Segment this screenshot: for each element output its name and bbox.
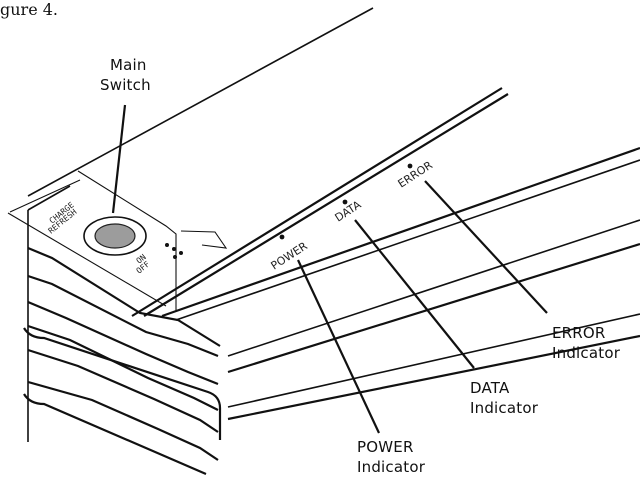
main-switch-leader [111,104,127,214]
bottom-rounded-edge-2 [23,393,207,476]
callout-labels: Main Switch ERROR Indicator DATA Indicat… [100,56,621,476]
data-device-label: DATA [333,198,364,225]
switch-dot-1 [165,243,169,247]
front-top-line-4 [175,159,640,321]
switch-dot-3 [179,251,183,255]
power-indicator-dot [279,234,285,240]
main-switch-label-line2: Switch [100,76,151,94]
data-leader [354,219,475,369]
front-top-line-2 [143,93,509,317]
main-switch-ring[interactable] [83,216,147,256]
left-layer-1 [27,246,221,347]
switch-dot-2 [172,247,176,251]
left-layer-5 [27,348,219,433]
switch-panel-right [77,170,177,312]
data-indicator-label-line2: Indicator [470,399,539,417]
main-switch-button[interactable] [94,223,136,249]
data-indicator-label-line1: DATA [470,379,510,397]
left-layer-3 [27,300,219,386]
front-top-line-3 [161,146,640,318]
power-leader [297,259,380,434]
error-leader [424,180,548,314]
left-top-edge-line [27,185,71,211]
switch-dot-4 [173,255,177,259]
main-switch-label-line1: Main [110,56,147,74]
front-middle-line [227,219,640,357]
panel-tab [180,230,228,249]
power-device-label: POWER [269,239,311,272]
callout-lines [111,104,548,434]
power-indicator-label-line1: POWER [357,438,414,456]
power-indicator-label-line2: Indicator [357,458,426,476]
left-layer-6 [27,380,219,461]
front-lower-line-2 [227,334,640,421]
figure-caption: gure 4. [0,0,58,19]
top-edge-line [27,7,374,197]
error-indicator-label-line1: ERROR [552,324,606,342]
left-layer-4 [27,324,219,411]
left-layer-2 [27,274,219,358]
data-indicator-dot [342,199,348,205]
switch-panel-top [9,179,81,213]
front-middle-line-2 [227,242,640,374]
error-indicator-label-line2: Indicator [552,344,621,362]
printer-body: CHARGE REFRESH ON OFF POWER DATA ERROR [7,7,640,476]
error-indicator-dot [407,163,413,169]
switch-panel-edge [7,212,167,307]
front-lower-line [227,313,640,408]
front-top-line [131,87,503,317]
bottom-rounded-edge-1 [23,327,222,440]
